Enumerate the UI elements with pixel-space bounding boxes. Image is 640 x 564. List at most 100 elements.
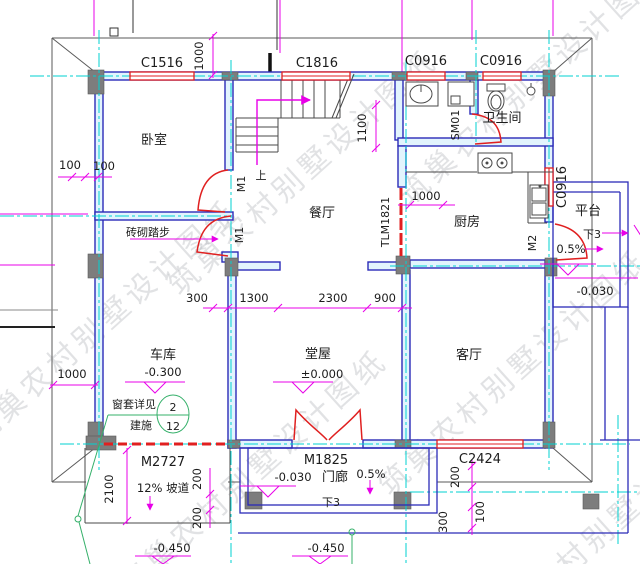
elevation-mark-platform: [540, 263, 596, 276]
toilet: [486, 83, 506, 112]
dim-wall-offset-a: 100: [59, 158, 81, 172]
elevation-mark-porch: [240, 485, 296, 498]
door-label-m1825: M1825: [304, 453, 348, 468]
dim-left-eave: 1000: [57, 367, 86, 381]
wall-kitchen-bottom: [409, 259, 546, 269]
elevation-ramp-bottom: -0.450: [153, 541, 190, 555]
window-c2424: [436, 439, 524, 449]
grid-helper-lines: [0, 0, 554, 328]
door-sm01: [471, 113, 502, 145]
elevation-platform: -0.030: [576, 284, 613, 298]
wall-garage-right: [227, 261, 237, 449]
outdoor-structures: [84, 181, 640, 534]
door-m1825: [293, 408, 363, 441]
wall-light: [526, 83, 536, 96]
door-label-m2: M2: [526, 235, 539, 252]
wall-mid-stub-a: [235, 261, 281, 271]
window-label-c0916-right: C0916: [555, 166, 570, 208]
detail-bubble: [156, 394, 190, 434]
door-label-tlm1821: TLM1821: [379, 197, 392, 248]
dim-ramp-b: 200: [190, 507, 204, 529]
stair-direction-arrow: [256, 95, 311, 165]
window-label-c0916-a: C0916: [405, 54, 447, 69]
room-label-porch: 门廊: [322, 469, 348, 485]
window-label-c2424: C2424: [459, 452, 501, 467]
ramp-outline: [84, 448, 231, 524]
door-m1-stair: [197, 169, 229, 213]
elevation-garage: -0.300: [144, 365, 181, 379]
elevation-mark-ramp-bottom: [135, 555, 191, 564]
elevation-mark-garage: [125, 381, 185, 394]
room-label-living: 客厅: [456, 347, 482, 363]
door-label-m1-stair: M1: [235, 176, 248, 193]
room-label-hall: 堂屋: [305, 347, 331, 362]
dim-wall-offset-b: 100: [93, 159, 115, 173]
watermark-text: 筑巢农村别墅设计图纸: [392, 0, 640, 213]
elevation-porch-bottom: -0.450: [307, 541, 344, 555]
room-label-bedroom: 卧室: [141, 132, 167, 148]
note-down3-porch: 下3: [322, 496, 340, 509]
note-window-detail-1: 窗套详见: [112, 397, 156, 411]
platform-outline: [552, 181, 629, 308]
dim-right-200: 200: [448, 466, 462, 488]
window-c1816: [281, 71, 351, 81]
watermark-text: 筑巢农村别墅设计图纸: [372, 243, 640, 503]
wall-stair-left: [224, 79, 234, 171]
dim-right-300: 300: [436, 511, 450, 533]
dim-kitchen: 1000: [411, 189, 440, 203]
door-label-m2727: M2727: [141, 455, 185, 470]
door-label-sm01: SM01: [449, 110, 462, 140]
kitchen-sink: [529, 184, 549, 219]
dimension-lines: [48, 31, 640, 564]
dim-stair: 1100: [355, 113, 369, 142]
dim-top-eave: 1000: [192, 41, 206, 70]
window-label-c1816: C1816: [296, 56, 338, 71]
door-label-m1-step: M1: [233, 227, 246, 244]
slope-platform: 0.5%: [556, 242, 585, 256]
doors-layer: [104, 113, 588, 446]
note-stair-up: 上: [256, 169, 267, 182]
staircase: [235, 73, 355, 165]
detail-bubble-sheet: 12: [166, 420, 180, 433]
dim-chain-900: 900: [374, 291, 396, 305]
window-c0916-b: [482, 71, 522, 81]
elevation-mark-porch-bottom: [292, 555, 348, 564]
window-c1516: [129, 71, 195, 81]
watermark-text: 筑巢农村别墅设计图纸: [472, 393, 640, 564]
roof-outline: [51, 37, 593, 483]
slope-ramp: 12% 坡道: [137, 481, 190, 495]
room-label-bathroom: 卫生间: [482, 111, 521, 126]
room-label-kitchen: 厨房: [454, 214, 480, 230]
elevation-porch: -0.030: [274, 470, 311, 484]
dim-right-100: 100: [473, 501, 487, 523]
door-m2: [554, 223, 588, 261]
room-label-garage: 车库: [150, 347, 176, 363]
dim-chain-1300: 1300: [239, 291, 268, 305]
dim-ramp-a: 200: [190, 468, 204, 490]
room-label-dining: 餐厅: [309, 205, 335, 221]
wall-kitchen-left: [397, 145, 407, 188]
room-label-platform: 平台: [575, 204, 601, 219]
detail-annotation: [74, 394, 356, 564]
dim-chain-300: 300: [186, 291, 208, 305]
kitchen-counter: [406, 171, 553, 224]
window-label-c0916-b: C0916: [480, 54, 522, 69]
windows-layer: [129, 71, 554, 449]
labels-layer: C1516 C1816 C0916 C0916 C0916 C2424 M272…: [57, 41, 613, 555]
slope-porch: 0.5%: [356, 467, 385, 481]
note-brick-steps: 砖砌踏步: [126, 225, 170, 239]
wall-stairhall-right: [394, 79, 404, 141]
detail-bubble-number: 2: [170, 401, 177, 414]
elevation-hall: ±0.000: [301, 367, 344, 381]
dim-ramp-length: 2100: [102, 474, 116, 503]
dim-chain-2300: 2300: [318, 291, 347, 305]
stove: [477, 152, 513, 174]
window-label-c1516: C1516: [141, 56, 183, 71]
door-m1-step: [196, 215, 232, 257]
right-steps: [238, 307, 640, 534]
washing-machine: [447, 81, 475, 107]
washbasin: [405, 81, 439, 107]
note-down3-platform: 下3: [583, 228, 601, 241]
